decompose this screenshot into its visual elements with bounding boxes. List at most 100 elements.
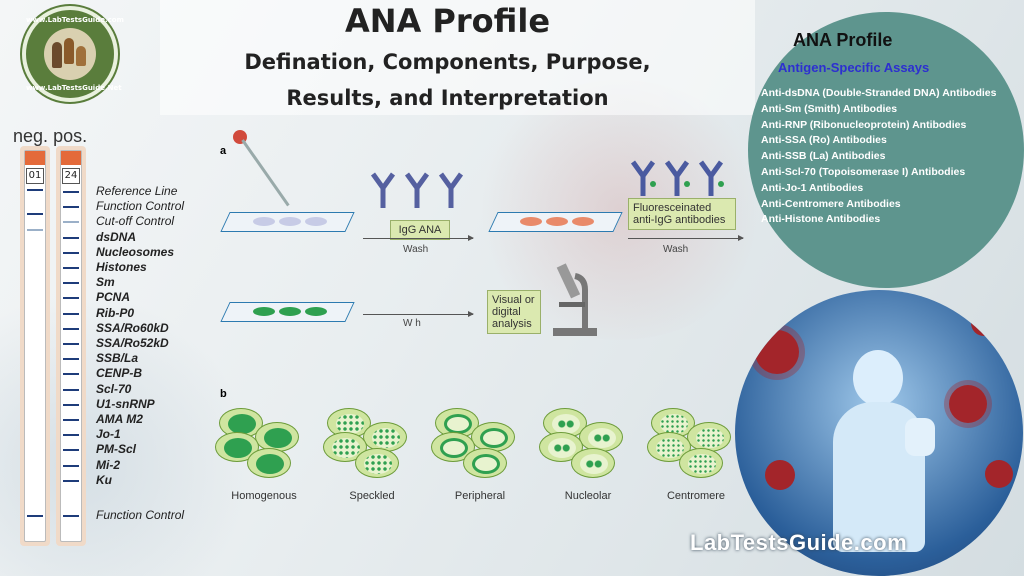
nucleus	[472, 454, 500, 474]
nucleus	[364, 454, 392, 474]
strip-label: Reference Line	[96, 184, 178, 198]
well	[546, 217, 568, 226]
cell	[687, 422, 731, 452]
nucleus	[332, 438, 360, 458]
band	[63, 191, 79, 193]
family-icon	[44, 28, 96, 80]
strip-label: Function Control	[96, 199, 185, 214]
list-item: Anti-Centromere Antibodies	[761, 197, 901, 210]
wash-label: Wash	[403, 244, 429, 255]
strip-number: 24	[62, 168, 80, 184]
strip-label: Scl-70	[96, 381, 132, 396]
nucleus	[224, 438, 252, 458]
virus-icon	[949, 385, 987, 423]
strip-label: Rib-P0	[96, 305, 135, 320]
ana-diagram: a b IgG ANA Wash Fluoresceinated anti-Ig…	[215, 120, 750, 510]
pattern-nucleolar	[539, 402, 635, 482]
pos-label: pos.	[53, 126, 88, 146]
subtitle-line: Defination, Components, Purpose,	[244, 50, 651, 74]
strip-label: CENP-B	[96, 366, 143, 381]
band	[27, 213, 43, 215]
strip-label: dsDNA	[96, 229, 137, 244]
logo-text: www.LabTestsGuide.com	[26, 16, 124, 24]
nucleus	[228, 414, 256, 434]
cell	[471, 422, 515, 452]
strip-label: U1-snRNP	[96, 396, 155, 411]
strip-label: Function Control	[96, 508, 185, 522]
virus-icon	[971, 310, 997, 336]
nucleus	[336, 414, 364, 434]
nucleus	[696, 428, 724, 448]
cell	[579, 422, 623, 452]
strip-label: Mi-2	[96, 457, 120, 472]
page-subtitle: Defination, Components, Purpose, Results…	[160, 44, 735, 116]
pattern-speckled	[323, 402, 419, 482]
list-item: Anti-dsDNA (Double-Stranded DNA) Antibod…	[761, 87, 997, 99]
strip-header: neg. pos.	[13, 126, 87, 147]
strip-label: PM-Scl	[96, 442, 137, 457]
well	[305, 217, 327, 226]
arrow	[363, 235, 474, 241]
band	[63, 419, 79, 421]
wash-label: Wash	[663, 244, 689, 255]
pattern-peripheral	[431, 402, 527, 482]
band	[27, 229, 43, 231]
panel-b-label: b	[220, 388, 227, 400]
footer-watermark: LabTestsGuide.com	[690, 530, 908, 555]
well	[279, 307, 301, 316]
pipette-icon	[241, 139, 290, 207]
cell	[255, 422, 299, 452]
band	[63, 358, 79, 361]
strip-number: 01	[26, 168, 44, 184]
band	[63, 449, 79, 452]
logo-text: www.LabTestsGuide.Net	[26, 84, 122, 92]
pattern-label: Centromere	[666, 490, 726, 502]
nucleus	[660, 414, 688, 434]
nucleus	[372, 428, 400, 448]
fluorescent-antibody-icons	[630, 160, 724, 196]
band	[63, 388, 79, 391]
well	[253, 307, 275, 316]
band	[63, 221, 79, 224]
pattern-label: Speckled	[349, 490, 395, 502]
band	[63, 464, 79, 467]
strip-label: SSA/Ro60kD	[96, 320, 169, 335]
well	[520, 217, 542, 226]
title-band	[160, 0, 755, 115]
strip-label: Ku	[96, 472, 112, 487]
strip-label: Histones	[96, 260, 147, 274]
positive-strip: 24	[60, 150, 82, 542]
list-item: Anti-Sm (Smith) Antibodies	[761, 102, 898, 115]
neg-label: neg.	[13, 126, 49, 146]
nucleus	[264, 428, 292, 448]
nucleus	[440, 438, 468, 458]
list-item: Anti-SSA (Ro) Antibodies	[761, 134, 887, 147]
band	[63, 373, 79, 376]
nucleus	[256, 454, 284, 474]
immune-illustration	[735, 290, 1023, 576]
pattern-label: Homogenous	[231, 490, 297, 502]
arrow	[363, 311, 474, 317]
cell	[363, 422, 407, 452]
strip-label: SSA/Ro52kD	[96, 336, 169, 350]
list-item: Anti-Jo-1 Antibodies	[761, 181, 864, 194]
pattern-label: Peripheral	[454, 490, 506, 502]
band	[63, 515, 79, 517]
nucleus	[580, 454, 608, 474]
list-item: Anti-RNP (Ribonucleoprotein) Antibodies	[761, 118, 967, 131]
strip-label: Sm	[96, 275, 115, 290]
stop-hand-icon	[905, 418, 935, 456]
microscope-icon	[553, 263, 597, 336]
strip-label: Nucleosomes	[96, 244, 175, 259]
strip-label: AMA M2	[96, 412, 143, 426]
band	[27, 515, 43, 517]
virus-icon	[755, 330, 799, 374]
band	[63, 251, 79, 254]
panel-subtitle: Antigen-Specific Assays	[778, 60, 930, 75]
list-item: Anti-Scl-70 (Topoisomerase I) Antibodies	[761, 165, 966, 178]
subtitle-line: Results, and Interpretation	[286, 86, 609, 110]
site-logo[interactable]: www.LabTestsGuide.com www.LabTestsGuide.…	[22, 6, 124, 102]
antibody-icons	[370, 172, 464, 208]
cell	[463, 448, 507, 478]
nucleus	[480, 428, 508, 448]
